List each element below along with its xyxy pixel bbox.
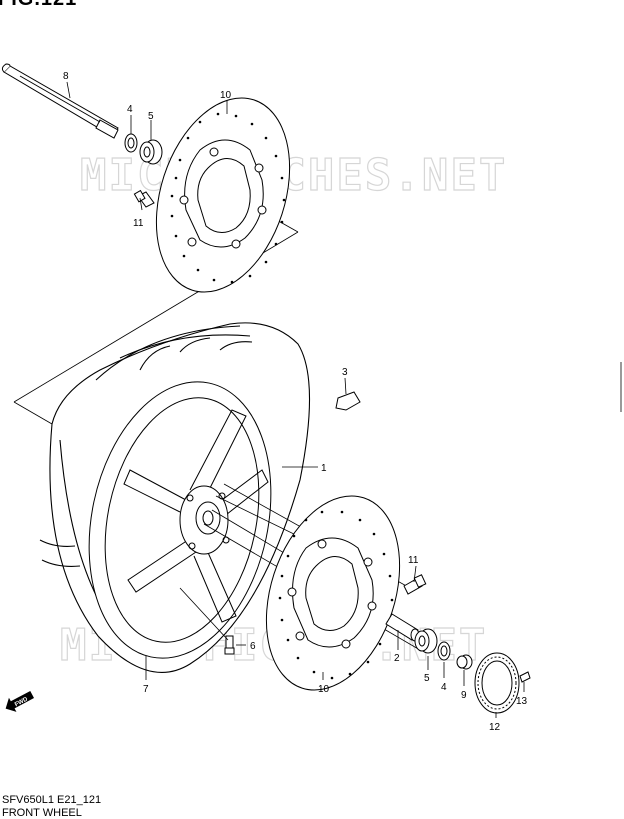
callout-7: 7	[143, 684, 149, 695]
leader-lines	[66, 81, 525, 718]
front-axle	[1, 63, 119, 139]
callout-9: 9	[461, 690, 467, 701]
bearing-top	[139, 139, 163, 165]
diagram-code: SFV650L1 E21_121	[2, 794, 102, 806]
callout-11-top: 11	[133, 218, 144, 229]
tire-valve	[224, 635, 235, 655]
callout-11-bottom: 11	[408, 555, 419, 566]
collar	[456, 654, 473, 670]
clip	[335, 391, 361, 411]
disc-bolt-top	[133, 189, 155, 208]
brake-disc-bottom	[265, 495, 401, 691]
front-rim	[88, 381, 272, 659]
diagram-title: FRONT WHEEL	[2, 807, 82, 819]
spacer-tube	[385, 613, 420, 642]
callout-8: 8	[63, 71, 69, 82]
callout-3: 3	[342, 367, 348, 378]
brake-disc-top	[155, 97, 291, 293]
callout-13: 13	[516, 696, 528, 707]
callout-4-bottom: 4	[441, 682, 447, 693]
callout-2: 2	[394, 653, 400, 664]
callout-5-bottom: 5	[424, 673, 430, 684]
callout-1: 1	[321, 463, 327, 474]
spacer-bottom	[437, 641, 451, 661]
bearing-bottom	[414, 628, 438, 654]
spacer-top	[124, 133, 138, 153]
callout-4-top: 4	[127, 104, 133, 115]
callout-10-bottom: 10	[318, 684, 330, 695]
rotor-screw	[519, 671, 531, 683]
sensor-rotor	[474, 652, 520, 714]
callout-10-top: 10	[220, 90, 232, 101]
fwd-arrow-icon: FWD	[5, 690, 35, 712]
callout-6: 6	[250, 641, 256, 652]
disc-bolt-bottom	[403, 574, 427, 595]
callout-5-top: 5	[148, 111, 154, 122]
figure-header: FIG.121	[0, 0, 77, 11]
callout-12: 12	[489, 722, 501, 733]
